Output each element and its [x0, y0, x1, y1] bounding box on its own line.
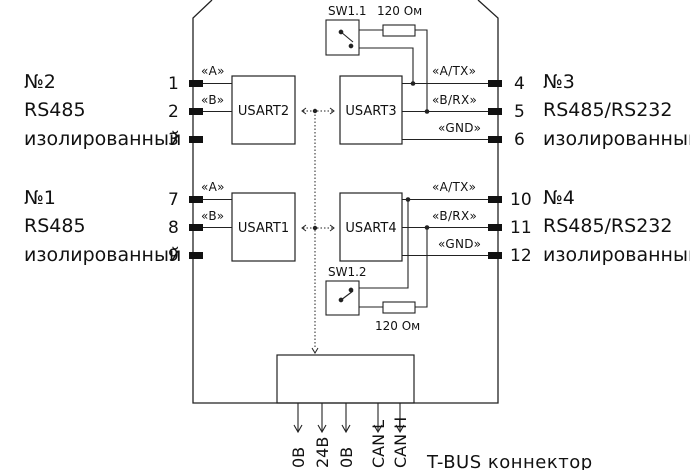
tbus-block: [276, 354, 415, 404]
tbus-pin-0v-b: 0В: [337, 447, 356, 468]
port2-isolation: изолированный: [24, 128, 181, 150]
sig-a-port1: «A»: [201, 180, 225, 194]
port4-isolation: изолированный: [543, 244, 690, 266]
bottom-termination-wires: [359, 199, 428, 308]
pin-3: 3: [168, 130, 179, 150]
sig-b-port1: «B»: [201, 209, 224, 223]
port3-number: №3: [543, 71, 575, 93]
sig-a-port2: «A»: [201, 64, 225, 78]
sig-gnd-port3: «GND»: [438, 121, 481, 135]
device-outline: [192, 0, 499, 404]
bottom-junctions: [405, 197, 430, 230]
usart4-label: USART4: [345, 221, 396, 236]
left-signal-lines: [203, 82, 232, 229]
port4-number: №4: [543, 187, 575, 209]
res-bottom: [382, 301, 416, 314]
top-junctions: [410, 81, 430, 114]
sig-atx-port4: «A/TX»: [432, 180, 476, 194]
usart2-label: USART2: [238, 104, 289, 119]
tbus-pin-can-l: CAN L: [369, 420, 388, 468]
port1-number: №1: [24, 187, 56, 209]
pin-2: 2: [168, 102, 179, 122]
port3-type: RS485/RS232: [543, 99, 672, 121]
tbus-pin-can-h: CAN H: [391, 417, 410, 468]
port2-number: №2: [24, 71, 56, 93]
pin-8: 8: [168, 218, 179, 238]
tbus-pin-0v-a: 0В: [289, 447, 308, 468]
right-terminals: [488, 80, 502, 259]
res-bottom-label: 120 Ом: [375, 319, 420, 333]
usart2-block: [231, 75, 296, 145]
port3-isolation: изолированный: [543, 128, 690, 150]
usart1-label: USART1: [238, 221, 289, 236]
bus-arrows: [301, 107, 335, 354]
pin-10: 10: [510, 190, 532, 210]
pin-12: 12: [510, 246, 532, 266]
sw12-contact: [338, 287, 354, 303]
sig-brx-port4: «B/RX»: [432, 209, 477, 223]
tbus-connector-label: T-BUS коннектор: [426, 452, 593, 470]
port1-type: RS485: [24, 215, 86, 237]
res-top: [382, 24, 416, 37]
sig-b-port2: «B»: [201, 93, 224, 107]
sw11-contact: [338, 29, 354, 49]
pin-1: 1: [168, 74, 179, 94]
left-terminals: [189, 80, 203, 259]
tbus-pin-24v: 24В: [313, 437, 332, 468]
sw12-label: SW1.2: [328, 265, 367, 279]
pin-7: 7: [168, 190, 179, 210]
pin-11: 11: [510, 218, 532, 238]
sw11-switch: [325, 19, 360, 56]
pin-5: 5: [514, 102, 525, 122]
port2-type: RS485: [24, 99, 86, 121]
sw12-switch: [325, 280, 360, 316]
res-top-label: 120 Ом: [377, 4, 422, 18]
pin-6: 6: [514, 130, 525, 150]
bus-junctions: [312, 108, 318, 231]
sig-atx-port3: «A/TX»: [432, 64, 476, 78]
port1-isolation: изолированный: [24, 244, 181, 266]
sig-brx-port3: «B/RX»: [432, 93, 477, 107]
top-termination-wires: [359, 29, 428, 112]
internal-bus: [303, 110, 333, 348]
right-signal-lines: [402, 82, 488, 257]
sig-gnd-port4: «GND»: [438, 237, 481, 251]
pin-9: 9: [168, 246, 179, 266]
sw11-label: SW1.1: [328, 4, 367, 18]
pin-4: 4: [514, 74, 525, 94]
usart3-block: [339, 75, 403, 145]
port4-type: RS485/RS232: [543, 215, 672, 237]
usart3-label: USART3: [345, 104, 396, 119]
tbus-wires: [293, 403, 405, 434]
